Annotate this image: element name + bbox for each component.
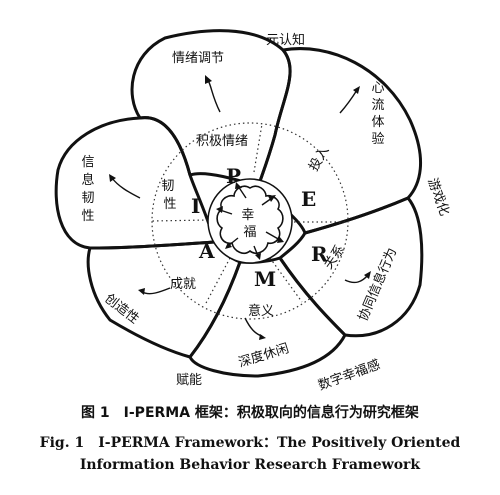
label-resilience: 韧 性: [161, 179, 178, 212]
label-achievement: 成就: [170, 277, 196, 292]
spoke-top: [253, 123, 263, 173]
label-info-resilience: 信息韧性: [81, 155, 94, 224]
arrow-creativity-head: [138, 288, 145, 295]
petal-resilience: [54, 116, 217, 250]
label-digital-wellbeing: 数字幸福感: [316, 356, 383, 393]
petal-outlines: [54, 29, 424, 378]
label-deep-leisure: 深度休闲: [236, 340, 290, 371]
infores-text-char-1: 信: [81, 155, 94, 170]
caption-chinese: 图 1 I-PERMA 框架：积极取向的信息行为研究框架: [81, 405, 419, 421]
caption-english-line-1: Fig. 1 I-PERMA Framework：The Positively …: [39, 435, 461, 451]
label-engagement: 投入: [306, 143, 333, 174]
label-empowerment: 赋能: [176, 373, 202, 388]
petal-arrows: [109, 75, 371, 340]
arrow-to-r-head: [277, 236, 284, 243]
arrow-to-r: [265, 231, 281, 241]
arrow-collaborative: [344, 274, 369, 284]
label-meaning: 意义: [248, 303, 274, 319]
arrow-emotion-regulation-head: [205, 75, 212, 84]
arrow-creativity: [141, 287, 171, 295]
arrow-deep-leisure-head: [259, 334, 266, 340]
infores-text-char-3: 韧: [81, 191, 94, 206]
arrow-flow-experience-head: [353, 86, 360, 94]
arrow-to-m-head: [255, 253, 261, 260]
flow-text-char-1: 心: [371, 81, 384, 96]
infores-text-char-2: 息: [81, 172, 94, 188]
caption-english-line-2: Information Behavior Research Framework: [79, 457, 421, 473]
arrow-collaborative-head: [364, 271, 371, 279]
letter-e: E: [301, 187, 316, 211]
arrow-emotion-regulation: [207, 79, 221, 113]
petal-relationships: [278, 196, 424, 338]
center-core: 幸 福: [207, 178, 293, 264]
core-label: 幸 福: [241, 208, 258, 240]
arrow-deep-leisure: [244, 317, 263, 337]
label-flow-experience: 心流体验: [371, 81, 384, 147]
flow-text-char-3: 体: [371, 115, 384, 130]
arrow-info-resilience: [111, 177, 141, 199]
arrow-flow-experience: [339, 89, 358, 114]
infores-text-char-4: 性: [81, 209, 94, 224]
arrow-info-resilience-head: [109, 174, 116, 182]
label-gamification: 游戏化: [424, 176, 451, 218]
letter-p: P: [226, 164, 241, 188]
flow-text-char-4: 验: [371, 131, 384, 147]
letter-a: A: [198, 239, 215, 263]
label-metacognition: 元认知: [266, 32, 305, 48]
label-collaborative-info-behavior: 协同信息行为: [355, 245, 400, 323]
label-emotion-regulation: 情绪调节: [172, 51, 224, 66]
label-positive-emotion: 积极情绪: [196, 134, 248, 149]
arrow-to-i-head: [216, 206, 223, 213]
spoke-left: [151, 219, 209, 222]
label-creativity: 创造性: [102, 291, 142, 327]
perma-letters: P E I A R M: [191, 164, 328, 291]
i-perma-flower-diagram: 幸 福 P E I A R M 积极情绪 意义 成就 韧 性 投入 关系: [54, 29, 452, 394]
core-wavy-edge: [216, 185, 284, 254]
letter-r: R: [311, 242, 328, 266]
arrow-to-a-head: [225, 242, 232, 249]
label-resilience-char-1: 韧: [161, 179, 174, 194]
letter-m: M: [254, 267, 276, 291]
letter-i: I: [191, 194, 200, 218]
spoke-bottom-right: [269, 257, 303, 303]
inner-ring: [151, 122, 349, 320]
core-label-char-1: 幸: [241, 208, 254, 223]
arrow-to-e-head: [268, 195, 276, 202]
flow-text-char-2: 流: [371, 98, 384, 113]
core-label-char-2: 福: [243, 225, 256, 240]
arrow-to-p-head: [235, 182, 242, 189]
dotted-ring: [151, 122, 349, 320]
label-resilience-char-2: 性: [163, 197, 176, 212]
